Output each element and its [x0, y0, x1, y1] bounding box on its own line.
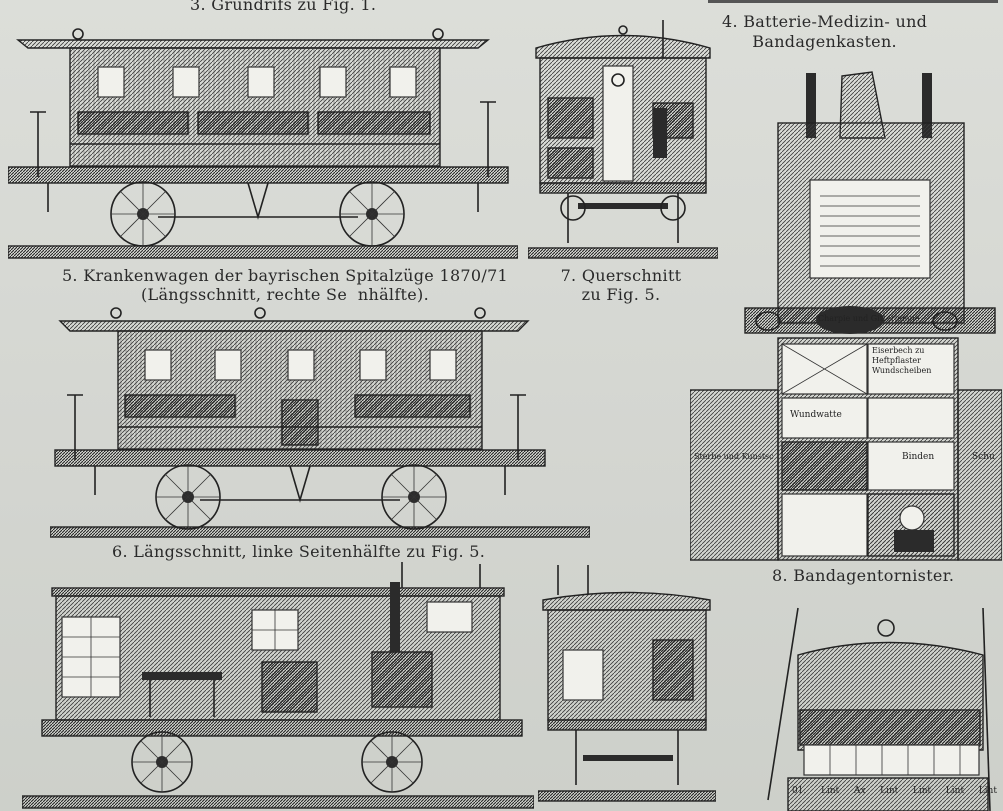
figure-3-railcar-top [8, 22, 518, 270]
label-right-flap: Schu [972, 452, 995, 462]
caption-fig5: 5. Krankenwagen der bayrischen Spitalzüg… [61, 266, 509, 304]
figure-8-bandage-knapsack [738, 600, 1003, 811]
tornister-label: 01. [792, 786, 807, 796]
figure-6-kitchen-car [22, 562, 534, 811]
label-charpie: Charpie und Gitterlemne [818, 314, 920, 323]
tornister-labels: 01. Lint Ax Lint Lint Lint Lint [792, 786, 997, 796]
label-wundwatte: Wundwatte [790, 410, 842, 420]
label-heftpflaster: Eiserbech zu Heftpflaster Wundscheiben [872, 346, 932, 375]
caption-fig7: 7. Querschnitt zu Fig. 5. [560, 266, 682, 304]
tornister-label: Lint [880, 786, 899, 796]
label-left-flap: Sterbe und Kunstscheiben [694, 452, 774, 461]
tornister-label: Lint [945, 786, 965, 796]
wheel-right [339, 181, 405, 247]
tornister-label: Lint [912, 786, 932, 796]
caption-fig3: 3. Grundrifs zu Fig. 1. [190, 0, 377, 14]
label-binden: Binden [902, 452, 935, 462]
tornister-label: Lint [820, 786, 840, 796]
wheel-left [110, 181, 176, 247]
figure-5-railcar-middle [50, 305, 590, 540]
figure-4-medicine-chest [690, 68, 1002, 563]
tornister-label: Lint [978, 786, 997, 796]
caption-fig8: 8. Bandagentornister. [772, 566, 955, 585]
caption-fig6: 6. Längsschnitt, linke Seitenhälfte zu F… [112, 542, 486, 561]
top-rule [708, 0, 998, 3]
figure-7-crosssection-top [528, 18, 718, 263]
tornister-label: Ax [853, 786, 866, 796]
figure-kitchen-crosssection [538, 565, 716, 805]
caption-fig4: 4. Batterie-Medizin- und Bandagenkasten. [722, 12, 928, 51]
